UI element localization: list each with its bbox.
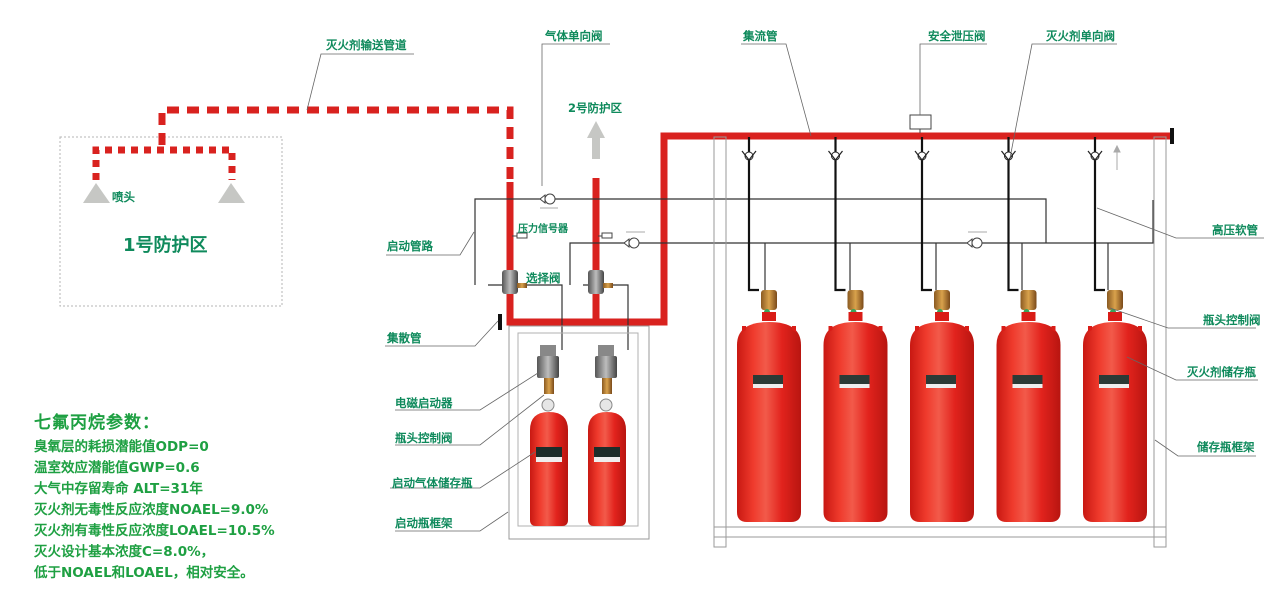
param-line-gwp: 温室效应潜能值GWP=0.6 [34, 460, 200, 476]
cylinder-body [910, 322, 974, 522]
param-line-noael: 灭火剂无毒性反应浓度NOAEL=9.0% [34, 502, 269, 518]
storage-bottle-frame [713, 136, 1167, 548]
gas-check-valve-icon-2 [623, 231, 645, 249]
param-line-odp: 臭氧层的耗损潜能值ODP=0 [34, 439, 209, 455]
start-bottle-frame-outer [508, 325, 650, 540]
params-panel: 七氟丙烷参数： 臭氧层的耗损潜能值ODP=0 温室效应潜能值GWP=0.6 大气… [34, 408, 275, 584]
leader-lines [306, 43, 1264, 532]
label-agent-check-valve: 灭火剂单向阀 [1045, 29, 1115, 43]
agent-storage-bottles [737, 137, 1147, 522]
start-bottle-frame-inner [517, 332, 639, 527]
selector-valve-icon-1 [502, 270, 527, 294]
cylinder-body [737, 322, 801, 522]
cylinder-body [996, 322, 1061, 522]
collector-pipe-endcap [498, 314, 502, 330]
selector-valve-icon-2 [588, 270, 613, 294]
nozzle-icon-left [83, 183, 110, 203]
high-pressure-hose [1093, 137, 1105, 292]
manifold-endcap [1170, 128, 1174, 144]
cylinder-body [1083, 322, 1147, 522]
label-start-bottle-frame: 启动瓶框架 [395, 516, 453, 530]
param-line-loael: 灭火剂有毒性反应浓度LOAEL=10.5% [34, 523, 275, 539]
zone1-branch-pipe [92, 146, 236, 180]
label-bottle-valve-left: 瓶头控制阀 [395, 431, 453, 445]
bottle-valve-icon [847, 290, 864, 310]
label-start-gas-bottle: 启动气体储存瓶 [392, 476, 473, 490]
agent-check-valve-icon [1001, 150, 1016, 161]
label-nozzle: 喷头 [112, 190, 135, 204]
agent-check-valve-icon [828, 150, 843, 161]
label-solenoid-actuator: 电磁启动器 [395, 396, 453, 410]
bottle-valve-icon [1107, 290, 1123, 310]
param-line-design-concentration: 灭火设计基本浓度C=8.0%， [34, 544, 215, 560]
high-pressure-hose [834, 137, 846, 292]
cylinder-body [823, 322, 888, 522]
high-pressure-hose [920, 137, 932, 292]
agent-storage-bottle [910, 137, 974, 522]
label-high-pressure-hose: 高压软管 [1212, 223, 1258, 237]
label-zone2: 2号防护区 [568, 101, 623, 115]
cylinder-label [1012, 375, 1043, 384]
params-title: 七氟丙烷参数： [34, 413, 160, 433]
label-selector-valve: 选择阀 [526, 271, 561, 285]
agent-check-valve-icon [1087, 150, 1103, 161]
bottle-valve-icon [761, 290, 777, 310]
label-bottle-valve-right: 瓶头控制阀 [1203, 313, 1261, 327]
label-gas-check-valve: 气体单向阀 [544, 29, 603, 43]
high-pressure-hose [747, 137, 759, 292]
flow-arrow-icon [1113, 144, 1121, 170]
label-storage-bottle-frame: 储存瓶框架 [1197, 440, 1255, 454]
safety-relief-valve-icon [909, 114, 932, 130]
param-line-safety-note: 低于NOAEL和LOAEL，相对安全。 [34, 565, 254, 581]
cylinder-label [926, 375, 956, 384]
main-pipe-network [506, 132, 1171, 326]
bottle-valve-icon [934, 290, 950, 310]
label-zone1: 1号防护区 [123, 234, 208, 256]
high-pressure-hose [1007, 137, 1019, 292]
zone1-boundary [59, 136, 283, 307]
start-gas-bottle-1 [530, 345, 568, 526]
label-pressure-switch: 压力信号器 [518, 222, 569, 235]
agent-check-valve-icon [914, 150, 930, 161]
bottle-valve-icon [1020, 290, 1037, 310]
label-delivery-pipe: 灭火剂输送管道 [325, 38, 407, 52]
cylinder-label [1099, 375, 1129, 384]
label-safety-relief-valve: 安全泄压阀 [928, 29, 986, 43]
zone2-arrow-icon [587, 121, 605, 159]
gas-check-valve-icon-3 [966, 231, 987, 249]
delivery-pipe-dashed [158, 106, 514, 200]
agent-storage-bottle [1083, 137, 1147, 522]
gas-check-valve-icon-1 [539, 193, 558, 209]
label-manifold: 集流管 [742, 29, 778, 43]
nozzle-icon-right [218, 183, 245, 203]
agent-storage-bottle [737, 137, 801, 522]
cylinder-label [839, 375, 870, 384]
label-collector-pipe: 集散管 [386, 331, 422, 345]
agent-storage-bottle [823, 137, 888, 522]
label-start-pipeline: 启动管路 [387, 239, 433, 253]
label-agent-storage-bottle: 灭火剂储存瓶 [1186, 365, 1256, 379]
cylinder-label [753, 375, 783, 384]
agent-check-valve-icon [741, 150, 757, 161]
start-gas-bottle-2 [588, 345, 626, 526]
pressure-switch-icon-2 [601, 232, 613, 239]
agent-storage-bottle [996, 137, 1061, 522]
param-line-alt: 大气中存留寿命 ALT=31年 [34, 481, 203, 497]
